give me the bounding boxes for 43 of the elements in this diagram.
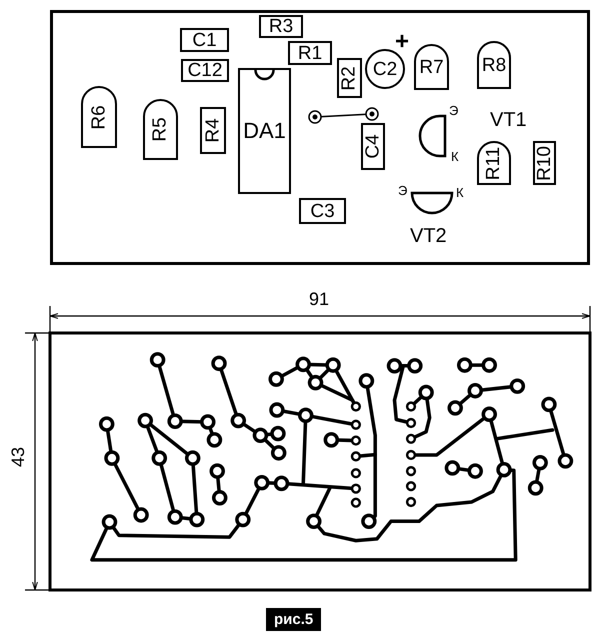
pin-label: Э xyxy=(398,184,408,197)
capacitor-outline xyxy=(361,123,385,170)
pin-label: К xyxy=(451,150,459,163)
component-label: C3 xyxy=(310,202,335,220)
figure-caption: рис.5 xyxy=(266,608,322,631)
capacitor-outline xyxy=(181,59,229,82)
component-label: DA1 xyxy=(243,120,286,142)
resistor-outline xyxy=(533,141,556,185)
resistor-outline xyxy=(414,44,449,90)
resistor-outline xyxy=(477,41,511,89)
component-label: R6 xyxy=(90,104,108,130)
component-label: R8 xyxy=(482,56,506,74)
component-label: R3 xyxy=(268,17,294,36)
pin-label: К xyxy=(456,186,464,199)
component-label: R1 xyxy=(298,44,322,62)
capacitor-outline xyxy=(365,49,405,89)
resistor-outline xyxy=(200,107,226,154)
resistor-outline xyxy=(81,86,117,148)
component-label: C4 xyxy=(364,134,382,159)
resistor-outline xyxy=(477,141,511,185)
component-label: R7 xyxy=(419,58,444,76)
dimension-label: 43 xyxy=(9,446,28,468)
circuit-board-outline xyxy=(50,10,590,265)
resistor-outline xyxy=(259,15,303,38)
polarity-mark: + xyxy=(395,30,410,54)
dimension-label: 91 xyxy=(309,290,330,308)
resistor-outline xyxy=(143,99,178,160)
capacitor-outline xyxy=(180,28,229,52)
chip-outline xyxy=(238,68,291,194)
component-label: C1 xyxy=(192,30,217,50)
resistor-outline xyxy=(337,58,362,98)
component-label: R4 xyxy=(204,118,222,143)
component-label: R10 xyxy=(535,146,554,180)
pin-label: Э xyxy=(449,104,458,117)
component-label: C12 xyxy=(188,61,222,80)
component-label: R11 xyxy=(484,146,504,180)
component-label: R2 xyxy=(340,66,359,90)
component-label: C2 xyxy=(372,60,398,78)
component-label: R5 xyxy=(151,117,170,142)
transistor-label: VT2 xyxy=(410,226,447,246)
resistor-outline xyxy=(288,41,332,65)
capacitor-outline xyxy=(299,198,346,224)
transistor-label: VT1 xyxy=(490,110,527,130)
